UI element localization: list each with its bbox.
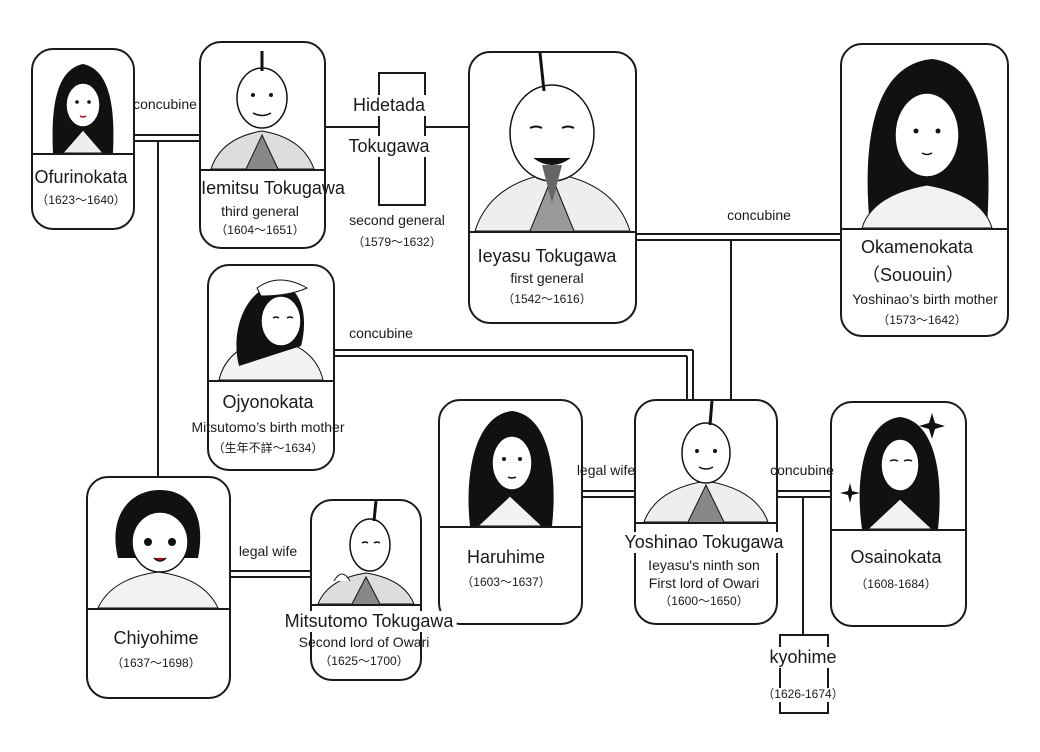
relation-label-haru-yoshinao: legal wife — [576, 462, 636, 478]
role-hidetada: second general — [349, 212, 445, 228]
person-card-ieyasu — [468, 51, 637, 324]
person-card-ofurinokata — [31, 48, 135, 230]
name-ieyasu: Ieyasu Tokugawa — [477, 246, 617, 266]
portrait-ofurinokata — [33, 50, 133, 155]
name-osainokata: Osainokata — [850, 547, 942, 567]
name-mitsutomo: Mitsutomo Tokugawa — [281, 611, 457, 632]
role-okamenokata: Yoshinao’s birth mother — [852, 291, 998, 307]
person-card-okamenokata — [840, 43, 1009, 337]
years-hidetada: （1579～1632） — [352, 235, 442, 249]
name-kyohime: kyohime — [767, 647, 839, 668]
kyohime-box — [779, 634, 829, 714]
name-okamenokata: Okamenokata — [860, 237, 974, 257]
years-ieyasu: （1542～1616） — [502, 292, 592, 306]
person-card-mitsutomo — [310, 499, 422, 681]
name-haruhime: Haruhime — [466, 547, 546, 567]
years-iemitsu: （1604～1651） — [215, 223, 305, 237]
name-chiyohime: Chiyohime — [113, 628, 199, 648]
portrait-haruhime — [440, 401, 581, 528]
portrait-yoshinao — [636, 401, 776, 524]
person-card-ojyonokata — [207, 264, 335, 471]
relation-label-ojyo-yoshinao: concubine — [349, 325, 413, 341]
portrait-osainokata — [832, 403, 965, 531]
years-osainokata: （1608-1684） — [855, 577, 937, 591]
name-hidetada-line2: Tokugawa — [344, 136, 434, 157]
role2-yoshinao: First lord of Owari — [648, 575, 760, 591]
role-yoshinao: Ieyasu's ninth son — [648, 557, 760, 573]
years-ojyonokata: （生年不詳～1634） — [212, 441, 324, 455]
years-haruhime: （1603～1637） — [461, 575, 551, 589]
role-ieyasu: first general — [510, 270, 584, 286]
portrait-iemitsu — [201, 43, 324, 171]
years-ofurinokata: （1623～1640） — [36, 193, 126, 207]
name-iemitsu: Iemitsu Tokugawa — [201, 178, 345, 198]
portrait-chiyohime — [88, 478, 229, 610]
person-card-osainokata — [830, 401, 967, 627]
person-card-chiyohime — [86, 476, 231, 699]
years-chiyohime: （1637～1698） — [111, 656, 201, 670]
person-card-haruhime — [438, 399, 583, 625]
years-kyohime: （1626-1674） — [760, 687, 846, 702]
relation-label-osai-yoshinao: concubine — [770, 462, 834, 478]
role-ojyonokata: Mitsutomo’s birth mother — [191, 419, 345, 435]
years-mitsutomo: （1625～1700） — [319, 654, 409, 668]
person-card-iemitsu — [199, 41, 326, 249]
role-iemitsu: third general — [221, 203, 299, 219]
portrait-ojyonokata — [209, 266, 333, 382]
years-okamenokata: （1573～1642） — [877, 313, 967, 327]
portrait-mitsutomo — [312, 501, 420, 606]
role-mitsutomo: Second lord of Owari — [298, 634, 430, 650]
name-ojyonokata: Ojyonokata — [222, 392, 314, 412]
name-hidetada-line1: Hidetada — [348, 95, 430, 116]
name-ofurinokata: Ofurinokata — [34, 167, 128, 187]
portrait-okamenokata — [842, 45, 1007, 230]
person-card-yoshinao — [634, 399, 778, 625]
relation-label-okame-ieyasu: concubine — [727, 207, 791, 223]
relation-label-ofuri-iemitsu: concubine — [133, 96, 197, 112]
portrait-ieyasu — [470, 53, 635, 233]
alias-okamenokata: （Sououin） — [861, 265, 965, 285]
name-yoshinao: Yoshinao Tokugawa — [621, 532, 787, 553]
relation-label-chiyo-mitsutomo: legal wife — [238, 543, 298, 559]
years-yoshinao: （1600～1650） — [659, 594, 749, 608]
